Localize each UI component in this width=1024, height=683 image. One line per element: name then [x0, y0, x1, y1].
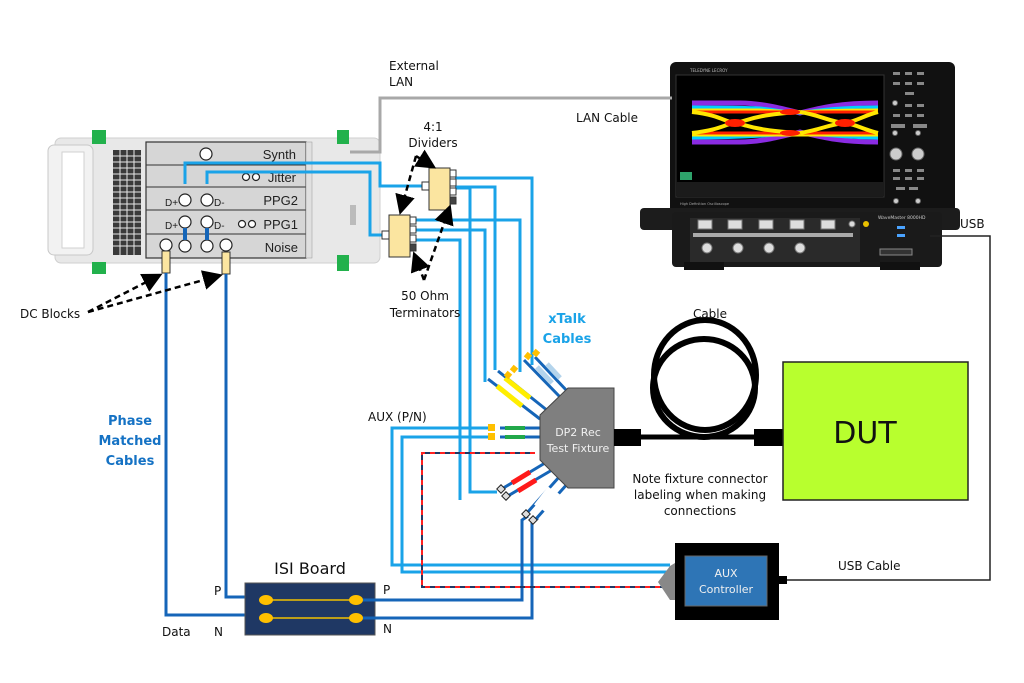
- isi-in-p-label: P: [214, 584, 221, 598]
- foot-icon: [337, 255, 349, 271]
- scope-button-panel: [891, 72, 927, 190]
- fixture-label-2: Test Fixture: [546, 442, 610, 455]
- isi-in-n-label: N: [214, 625, 223, 639]
- isi-out-n-label: N: [383, 622, 392, 636]
- fixture-label-1: DP2 Rec: [555, 426, 601, 439]
- cable-sleeve-lightblue: [535, 365, 554, 385]
- isi-out-p-label: P: [383, 583, 390, 597]
- module-ppg2-label: PPG2: [263, 193, 298, 208]
- eye-diagram: [691, 100, 879, 145]
- terminator-icon: [409, 243, 417, 252]
- terminator-icon: [449, 196, 457, 205]
- svg-text:TELEDYNE LECROY: TELEDYNE LECROY: [689, 68, 728, 73]
- module-jitter-label: Jitter: [268, 170, 297, 185]
- foot-icon: [92, 262, 106, 274]
- synth-port[interactable]: [199, 147, 213, 161]
- dut-label: DUT: [833, 416, 897, 451]
- usb-port-icon: [897, 234, 905, 237]
- note-label-2: labeling when making: [634, 488, 766, 502]
- ppg2-dplus-port[interactable]: [178, 193, 192, 207]
- scope-model-label: WaveMaster 8000HD: [878, 215, 926, 221]
- noise-port-2[interactable]: [219, 238, 233, 252]
- foot-icon: [337, 130, 349, 144]
- scope-inputs[interactable]: [697, 219, 856, 254]
- ppg1-dminus-label: D-: [214, 221, 225, 232]
- cable-sleeve-yellow: [495, 384, 524, 408]
- external-lan-label-1: External: [389, 59, 439, 73]
- aux-controller-label-2: Controller: [699, 583, 754, 596]
- dividers-label-1: 4:1: [423, 120, 442, 134]
- ppg2-dplus-label: D+: [165, 198, 178, 209]
- phase-matched-label-2: Matched: [98, 434, 161, 449]
- module-ppg1-label: PPG1: [263, 217, 298, 232]
- note-label-1: Note fixture connector: [632, 472, 767, 486]
- ppg1-dminus-port[interactable]: [200, 215, 214, 229]
- lan-cable-label: LAN Cable: [576, 111, 638, 125]
- scope-caption: High Definition Oscilloscope: [680, 202, 729, 206]
- dividers-label-2: Dividers: [408, 136, 457, 150]
- dc-blocks-label: DC Blocks: [20, 307, 80, 321]
- usb-cable: [785, 235, 991, 581]
- scope-knobs[interactable]: [889, 100, 925, 204]
- phase-matched-label-3: Cables: [106, 454, 155, 469]
- ppg1-dplus-port[interactable]: [178, 215, 192, 229]
- usb-cable-label: USB Cable: [838, 559, 901, 573]
- cable-coil: [614, 317, 784, 446]
- signal-generator: Synth Jitter PPG2 PPG1 Noise D+ D- D+ D-: [47, 130, 381, 274]
- divider-1: [421, 167, 457, 211]
- module-noise-label: Noise: [265, 240, 298, 255]
- xtalk-label-1: xTalk: [548, 312, 586, 327]
- ppg2-dminus-port[interactable]: [200, 193, 214, 207]
- foot-icon: [92, 130, 106, 144]
- phase-matched-label-1: Phase: [108, 414, 152, 429]
- dc-block: [221, 251, 231, 275]
- terminators-label-1: 50 Ohm: [401, 289, 449, 303]
- usb-port-icon: [897, 226, 905, 229]
- isi-board: ISI Board: [244, 559, 376, 636]
- terminators-label-2: Terminators: [389, 306, 461, 320]
- aux-controller: AUX Controller: [658, 543, 787, 620]
- aux-controller-label-1: AUX: [714, 567, 738, 580]
- xtalk-label-2: Cables: [543, 332, 592, 347]
- module-ports: [159, 147, 261, 253]
- cable-sleeve-yellow: [503, 376, 532, 400]
- oscilloscope: TELEDYNE LECROY High Definition Oscillos…: [640, 62, 960, 270]
- ppg2-dminus-label: D-: [214, 198, 225, 209]
- external-lan-label-2: LAN: [389, 75, 413, 89]
- aux-pn-label: AUX (P/N): [368, 410, 427, 424]
- dp2-test-fixture: DP2 Rec Test Fixture: [539, 387, 615, 489]
- module-synth-label: Synth: [263, 147, 296, 162]
- isi-board-label: ISI Board: [274, 559, 346, 578]
- dc-block: [161, 250, 171, 274]
- dut: DUT: [782, 361, 969, 501]
- data-label: Data: [162, 625, 191, 639]
- note-label-3: connections: [664, 504, 736, 518]
- divider-2: [381, 214, 417, 258]
- cable-label: Cable: [693, 307, 727, 321]
- lan-cable: [350, 96, 672, 154]
- cable-sleeve-red: [516, 477, 538, 494]
- usb-label: USB: [960, 217, 985, 231]
- cable-sleeve-red: [510, 469, 532, 486]
- ppg1-dplus-label: D+: [165, 221, 178, 232]
- vent-grid: [113, 150, 141, 255]
- phase-matched-cables: [164, 273, 265, 617]
- noise-port-1[interactable]: [159, 238, 173, 252]
